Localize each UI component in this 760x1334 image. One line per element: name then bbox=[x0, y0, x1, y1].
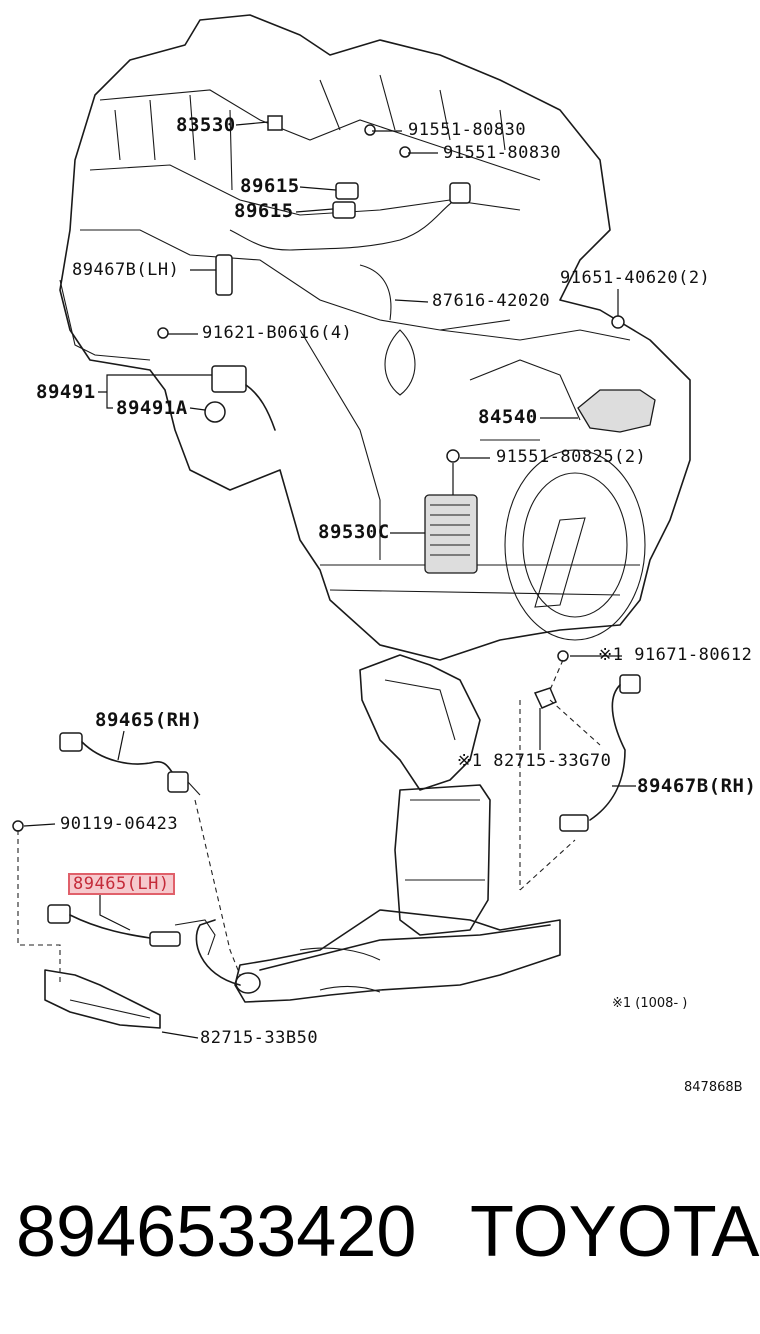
label-89467B-RH[interactable]: 89467B(RH) bbox=[637, 775, 757, 797]
label-82715-33B50[interactable]: 82715-33B50 bbox=[200, 1028, 319, 1048]
engine-block-drawing bbox=[59, 14, 691, 661]
exhaust-drawing bbox=[174, 654, 561, 1003]
label-89491A[interactable]: 89491A bbox=[116, 397, 188, 419]
label-84540[interactable]: 84540 bbox=[478, 406, 538, 428]
label-91651-40620[interactable]: 91651-40620(2) bbox=[560, 268, 711, 288]
label-89615-a[interactable]: 89615 bbox=[240, 175, 300, 197]
footnote: ※1 (1008- ) bbox=[612, 996, 688, 1011]
label-90119-06423[interactable]: 90119-06423 bbox=[60, 814, 179, 834]
label-91551-80830-a[interactable]: 91551-80830 bbox=[408, 120, 527, 140]
label-82715-33G70[interactable]: ※1 82715-33G70 bbox=[457, 751, 612, 771]
sensors-drawing bbox=[12, 650, 641, 1029]
label-89530C[interactable]: 89530C bbox=[318, 521, 390, 543]
label-87616-42020[interactable]: 87616-42020 bbox=[432, 291, 551, 311]
dashed-lines bbox=[17, 659, 601, 985]
label-89465-RH[interactable]: 89465(RH) bbox=[95, 709, 203, 731]
label-91621-B0616[interactable]: 91621-B0616(4) bbox=[202, 323, 353, 343]
leader-lines bbox=[23, 121, 636, 1039]
brand-name: TOYOTA bbox=[470, 1192, 760, 1272]
label-89467B-LH[interactable]: 89467B(LH) bbox=[72, 260, 180, 280]
label-89615-b[interactable]: 89615 bbox=[234, 200, 294, 222]
upper-components bbox=[157, 115, 656, 574]
label-91551-80825[interactable]: 91551-80825(2) bbox=[496, 447, 647, 467]
part-number: 8946533420 bbox=[16, 1192, 417, 1272]
label-91551-80830-b[interactable]: 91551-80830 bbox=[443, 143, 562, 163]
label-89465-LH-highlighted[interactable]: 89465(LH) bbox=[68, 873, 175, 895]
label-83530[interactable]: 83530 bbox=[176, 114, 236, 136]
label-91671-80612[interactable]: ※1 91671-80612 bbox=[598, 645, 753, 665]
label-89491[interactable]: 89491 bbox=[36, 381, 96, 403]
illustration-id: 847868B bbox=[684, 1080, 743, 1095]
